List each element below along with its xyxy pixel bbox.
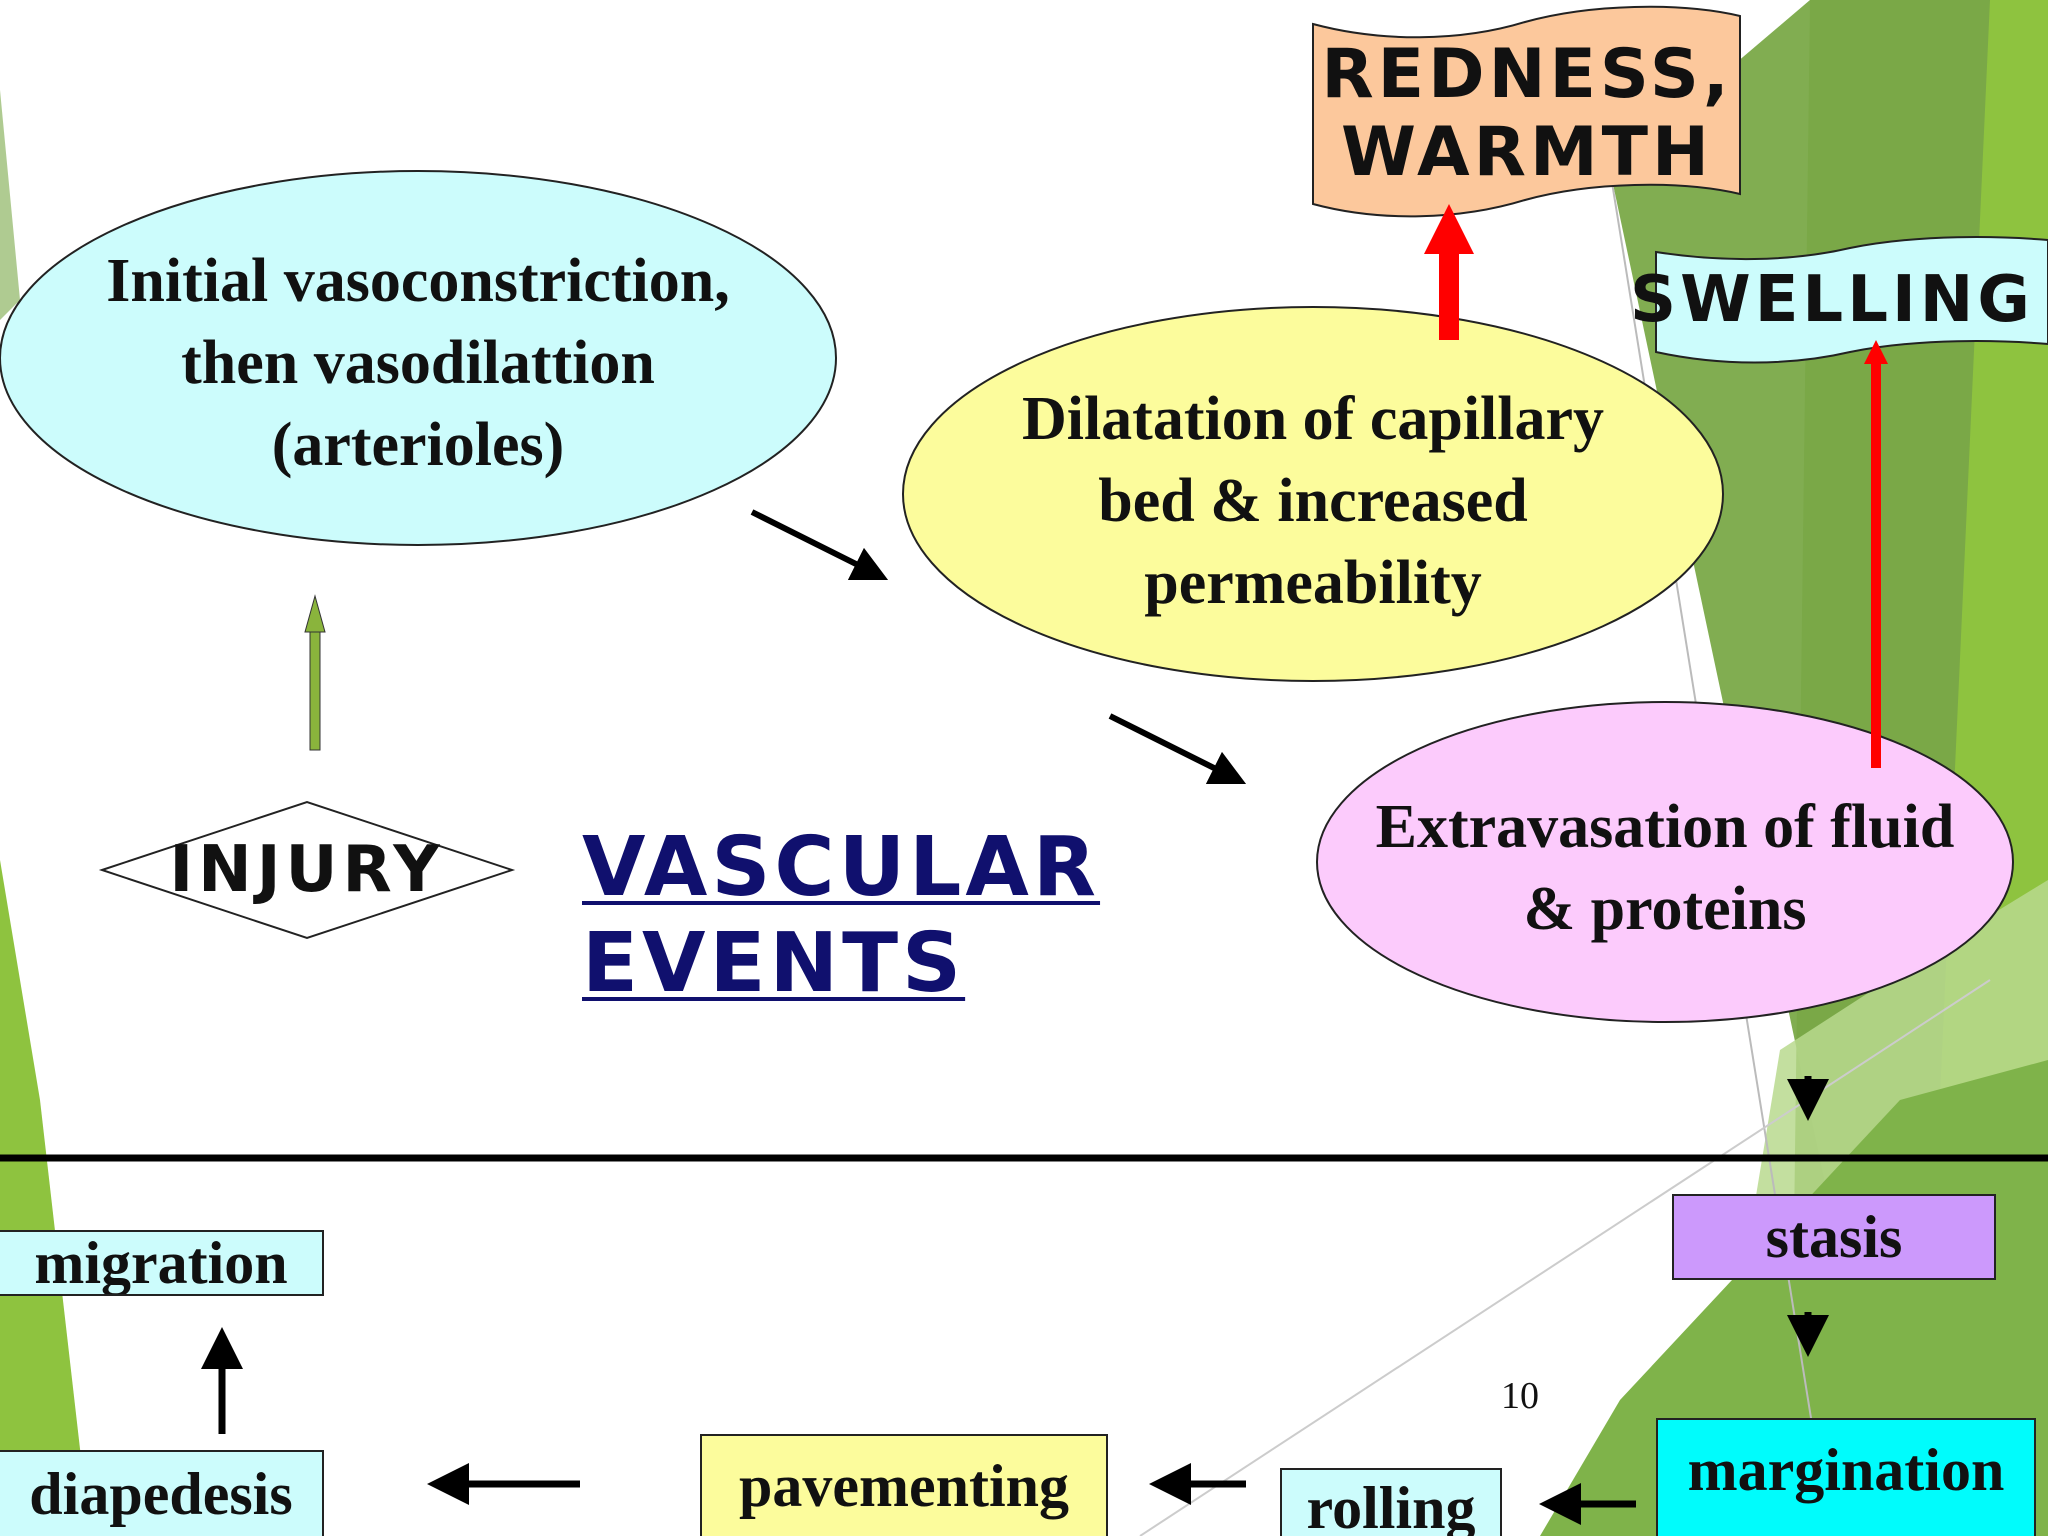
margination-box: margination bbox=[1656, 1418, 2036, 1536]
initial-line1: Initial vasoconstriction, bbox=[106, 247, 730, 315]
bg-thin-line-2 bbox=[1139, 979, 1991, 1536]
red-arrow-redness-shaft bbox=[1439, 252, 1459, 340]
dilatation-line1: Dilatation of capillary bbox=[1021, 385, 1605, 453]
red-arrow-swelling-head bbox=[1864, 340, 1888, 364]
extravasation-ellipse bbox=[1316, 701, 2014, 1023]
bg-green-shape-bottom bbox=[1540, 1060, 2048, 1536]
rolling-label: rolling bbox=[1306, 1475, 1476, 1536]
vascular-events-title: VASCULAR EVENTS bbox=[582, 820, 1100, 1012]
swelling-label-text: SWELLING bbox=[1630, 263, 2034, 337]
dilatation-ellipse bbox=[902, 306, 1724, 682]
extravasation-line1: Extravasation of fluid bbox=[1375, 793, 1955, 861]
initial-line2: then vasodilattion bbox=[181, 329, 655, 397]
green-arrow-shaft bbox=[309, 629, 321, 751]
diapedesis-label: diapedesis bbox=[29, 1460, 293, 1527]
initial-line3: (arterioles) bbox=[271, 411, 565, 479]
redness-label-line2: WARMTH bbox=[1341, 113, 1713, 192]
pavementing-label: pavementing bbox=[739, 1452, 1069, 1519]
swelling-banner bbox=[1655, 236, 2048, 364]
injury-label-text: INJURY bbox=[169, 833, 445, 907]
initial-vasoconstriction-label: Initial vasoconstriction, then vasodilat… bbox=[20, 240, 816, 486]
bg-green-shape-left-upper bbox=[0, 90, 20, 320]
green-arrow-head bbox=[304, 594, 326, 633]
red-arrow-redness-head bbox=[1424, 204, 1474, 254]
margination-label: margination bbox=[1687, 1436, 2005, 1503]
diapedesis-box: diapedesis bbox=[0, 1450, 324, 1536]
injury-label: INJURY bbox=[102, 832, 512, 908]
initial-vasoconstriction-ellipse bbox=[0, 170, 837, 546]
dilatation-line2: bed & increased bbox=[1098, 467, 1528, 535]
page-number: 10 bbox=[1480, 1374, 1560, 1420]
swelling-label: SWELLING bbox=[1630, 262, 2048, 338]
rolling-box: rolling bbox=[1280, 1468, 1502, 1536]
arrow-initial-to-dilatation bbox=[750, 509, 889, 581]
migration-box: migration bbox=[0, 1230, 324, 1296]
title-line2: EVENTS bbox=[582, 916, 966, 1011]
extravasation-line2: & proteins bbox=[1523, 875, 1807, 943]
pavementing-box: pavementing bbox=[700, 1434, 1108, 1536]
arrow-dilatation-to-extravasation bbox=[1108, 713, 1247, 785]
page-number-text: 10 bbox=[1501, 1375, 1539, 1417]
bg-green-shape-left bbox=[0, 860, 90, 1536]
title-line1: VASCULAR bbox=[582, 820, 1101, 915]
redness-label-line1: REDNESS, bbox=[1321, 35, 1733, 114]
stasis-box: stasis bbox=[1672, 1194, 1996, 1280]
stasis-label: stasis bbox=[1765, 1203, 1903, 1270]
extravasation-label: Extravasation of fluid & proteins bbox=[1320, 786, 2010, 950]
red-arrow-swelling-shaft bbox=[1871, 362, 1881, 768]
dilatation-label: Dilatation of capillary bed & increased … bbox=[913, 378, 1713, 624]
migration-label: migration bbox=[34, 1230, 288, 1296]
redness-warmth-label: REDNESS, WARMTH bbox=[1313, 36, 1741, 192]
dilatation-line3: permeability bbox=[1144, 549, 1482, 617]
injury-diamond bbox=[98, 800, 516, 940]
